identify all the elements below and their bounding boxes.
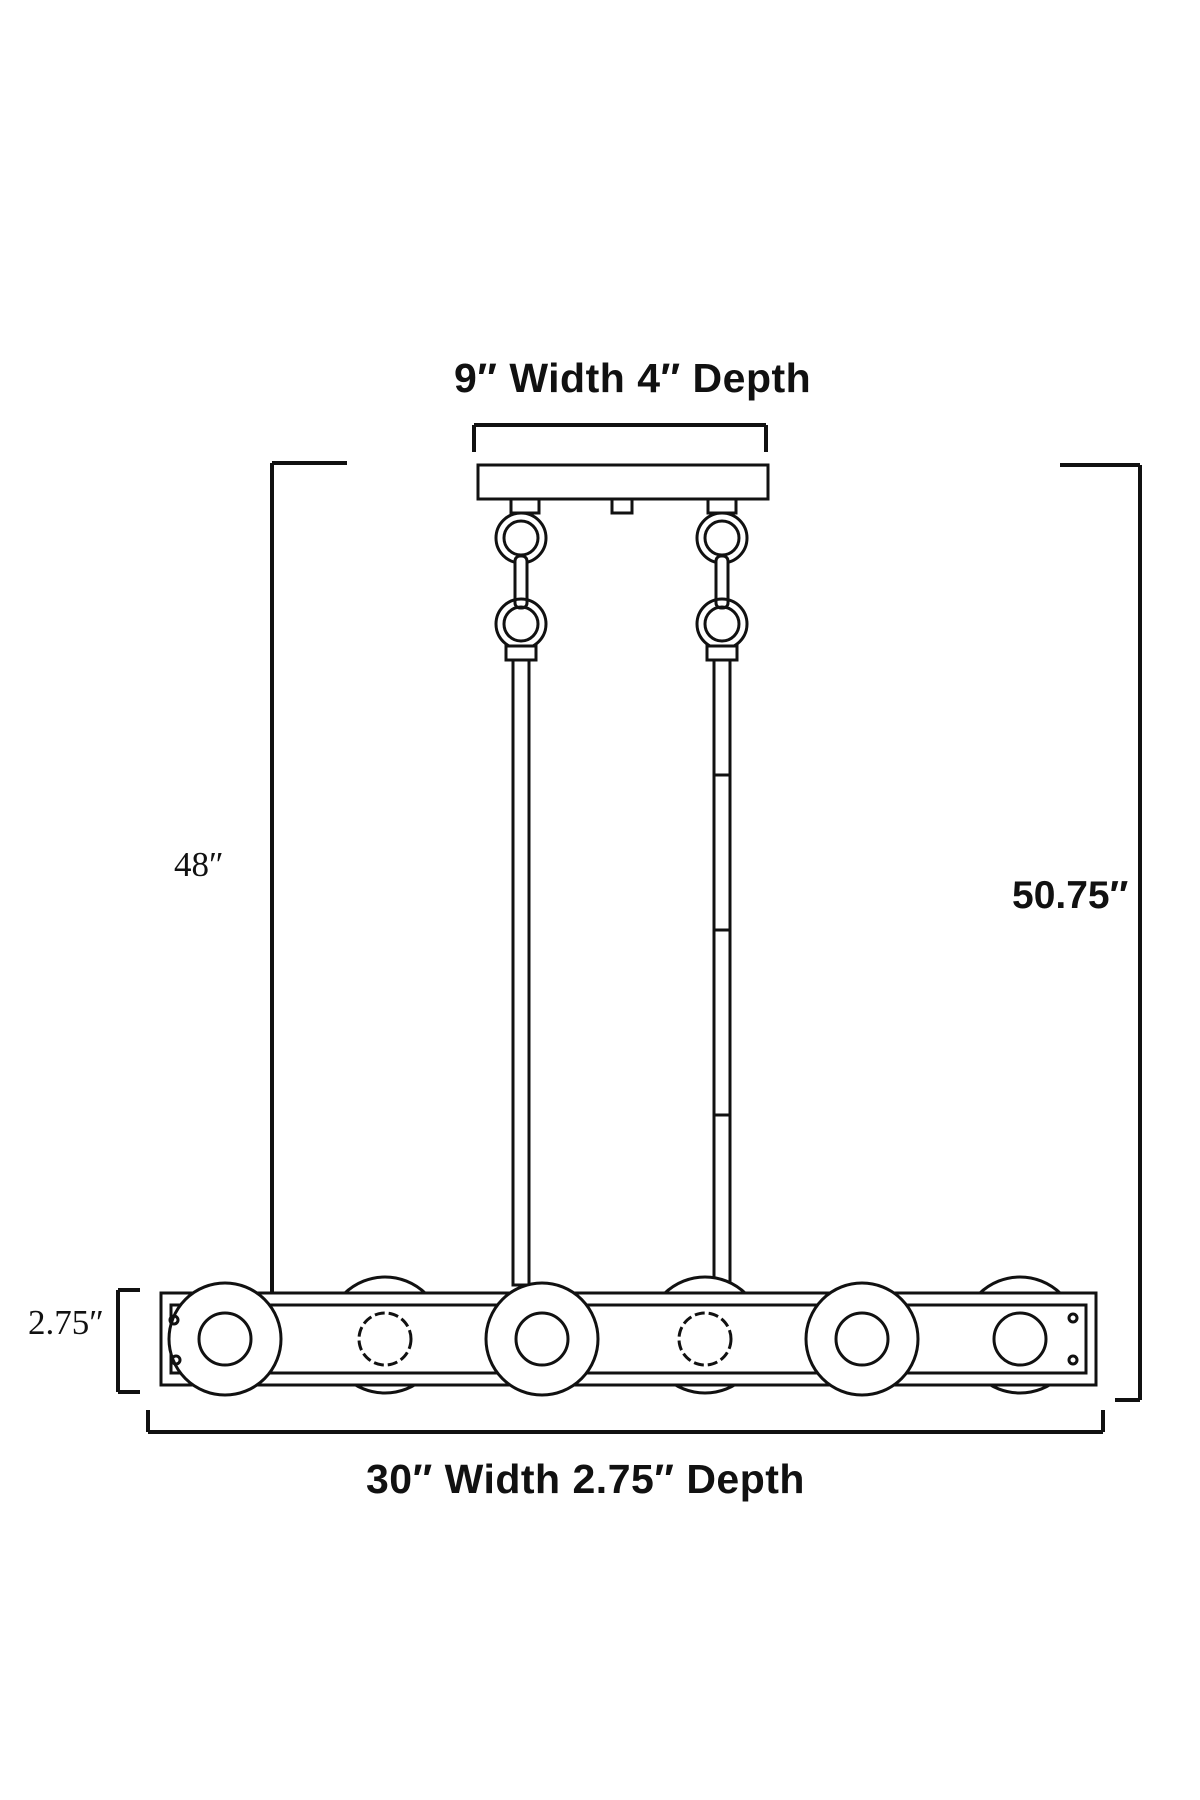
bar-dimension-label: 30″ Width 2.75″ Depth	[366, 1456, 805, 1502]
right-suspension	[695, 497, 749, 1287]
bar-screws	[168, 1312, 1079, 1366]
fixture-bar	[159, 1291, 1098, 1387]
bar-height-bracket	[116, 1288, 140, 1394]
left-height-bracket	[270, 461, 347, 1297]
bar-width-bracket	[146, 1410, 1105, 1434]
canopy-plate	[476, 463, 770, 515]
canopy-width-bracket	[472, 423, 768, 452]
bar-height-label: 2.75″	[28, 1303, 104, 1342]
overall-height-label: 50.75″	[1012, 874, 1129, 917]
right-height-bracket	[1060, 463, 1142, 1402]
front-shades	[167, 1281, 920, 1397]
drop-height-label: 48″	[174, 845, 224, 884]
left-suspension	[494, 497, 548, 1287]
canopy-dimension-label: 9″ Width 4″ Depth	[454, 355, 812, 401]
rear-shade-inner-rings	[357, 1311, 1048, 1367]
